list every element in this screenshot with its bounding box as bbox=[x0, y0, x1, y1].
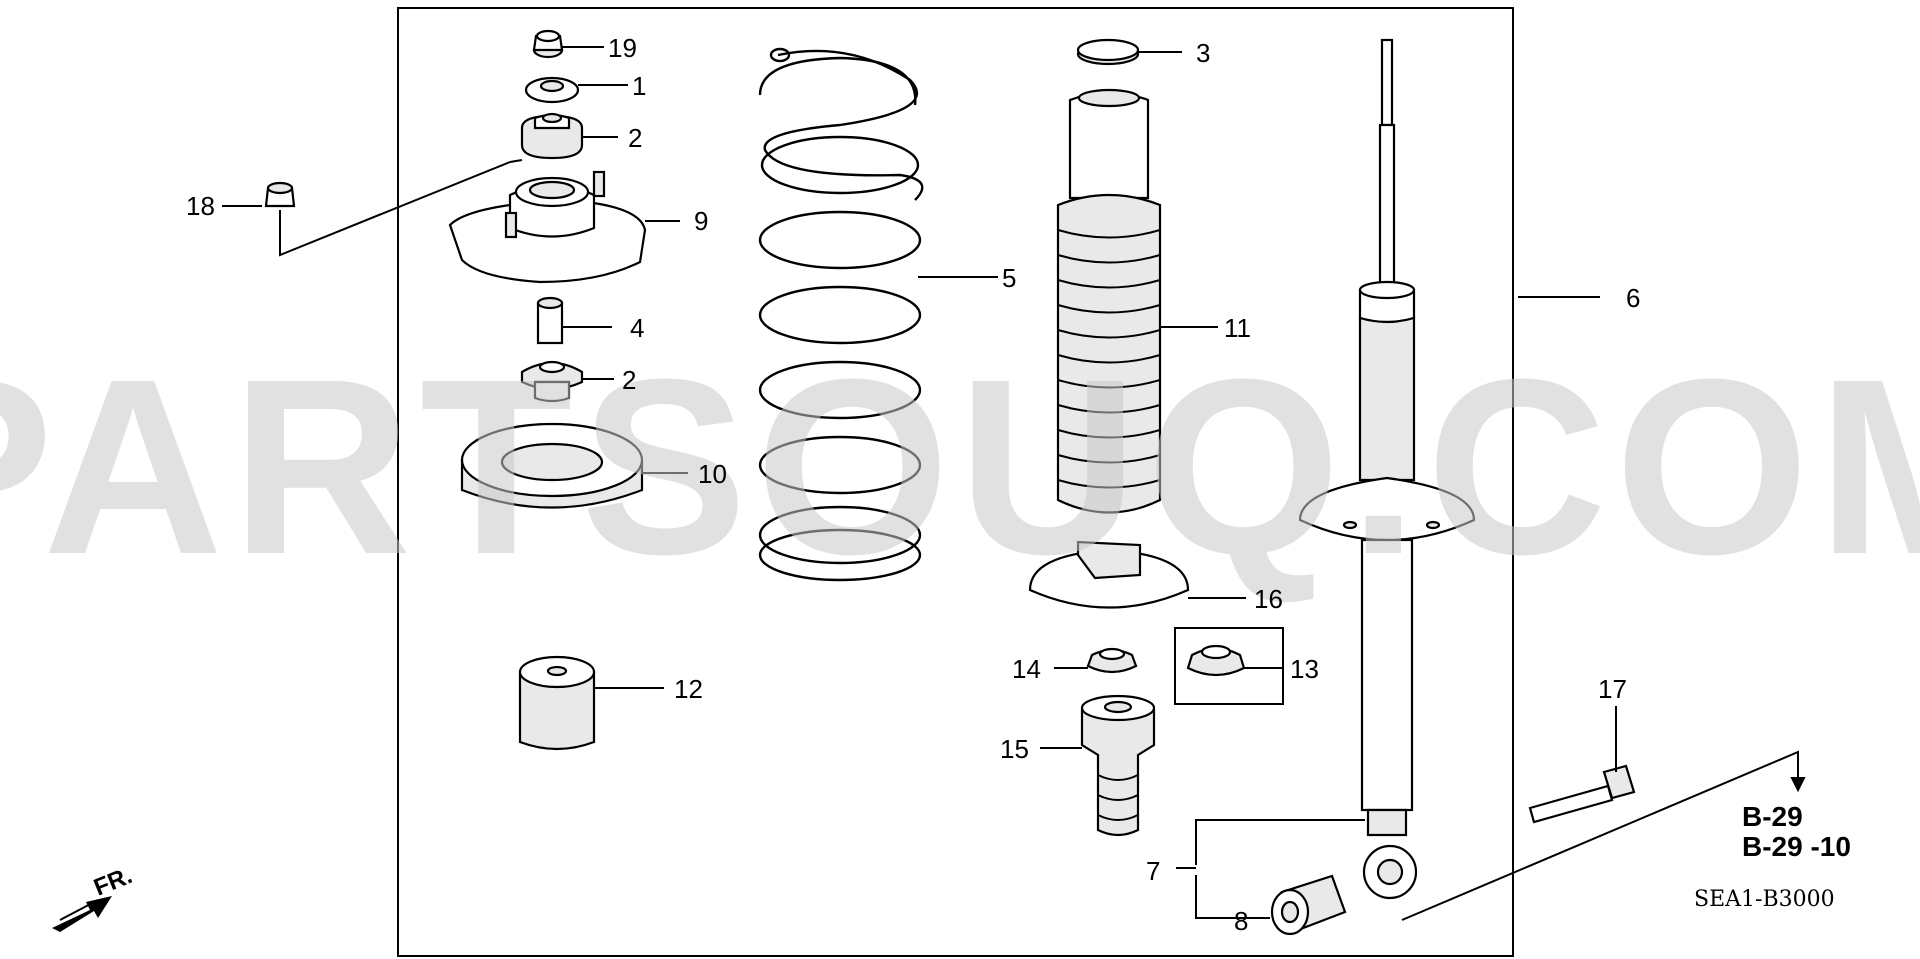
part-14-stopper[interactable] bbox=[1086, 647, 1138, 674]
part-12-bump-stop[interactable] bbox=[518, 655, 596, 751]
part-19-nut[interactable] bbox=[532, 29, 564, 59]
callout-15[interactable]: 15 bbox=[1000, 734, 1029, 764]
part-2-upper-bushing[interactable] bbox=[520, 112, 584, 160]
callout-18[interactable]: 18 bbox=[186, 191, 215, 221]
part-10-spring-seat[interactable] bbox=[460, 422, 644, 509]
callout-10[interactable]: 10 bbox=[698, 459, 727, 489]
direction-label: FR. bbox=[90, 862, 136, 902]
part-6-shock-absorber[interactable] bbox=[1298, 38, 1476, 900]
reference-b29-10[interactable]: B-29 -10 bbox=[1742, 831, 1851, 862]
callout-3[interactable]: 3 bbox=[1196, 38, 1210, 68]
part-8-bushing[interactable] bbox=[1270, 874, 1347, 936]
part-4-collar[interactable] bbox=[536, 296, 564, 345]
diagram-code: SEA1-B3000 bbox=[1694, 887, 1835, 912]
leader-lines bbox=[279, 46, 1806, 921]
part-15-bump-rubber[interactable] bbox=[1080, 694, 1156, 837]
part-13-stopper[interactable] bbox=[1186, 644, 1246, 677]
part-16-lower-seat[interactable] bbox=[1028, 540, 1190, 609]
callout-11[interactable]: 11 bbox=[1224, 313, 1251, 343]
diagram-frame bbox=[397, 7, 1514, 957]
part-17-bolt[interactable] bbox=[1528, 764, 1636, 824]
callout-16[interactable]: 16 bbox=[1254, 584, 1283, 614]
callout-7[interactable]: 7 bbox=[1146, 856, 1160, 886]
part-9-mount-base[interactable] bbox=[448, 170, 647, 284]
callout-5[interactable]: 5 bbox=[1002, 263, 1016, 293]
part-11-dust-boot[interactable] bbox=[1056, 88, 1162, 514]
callout-6[interactable]: 6 bbox=[1626, 283, 1640, 313]
callout-17[interactable]: 17 bbox=[1598, 674, 1627, 704]
callout-14[interactable]: 14 bbox=[1012, 654, 1041, 684]
part-2-lower-bushing[interactable] bbox=[520, 360, 584, 403]
watermark-text: PARTSOUQ.COM bbox=[0, 327, 1920, 606]
part-1-washer[interactable] bbox=[524, 76, 580, 104]
callout-2-upper[interactable]: 2 bbox=[628, 123, 642, 153]
reference-b29[interactable]: B-29 bbox=[1742, 801, 1803, 832]
callout-19[interactable]: 19 bbox=[608, 33, 637, 63]
callout-labels: 19 1 2 18 9 4 2 10 12 5 3 11 16 14 13 15… bbox=[186, 33, 1640, 936]
part-5-coil-spring[interactable] bbox=[758, 47, 924, 582]
callout-4[interactable]: 4 bbox=[630, 313, 644, 343]
front-arrow-icon bbox=[52, 896, 112, 932]
callout-1[interactable]: 1 bbox=[632, 71, 646, 101]
part-18-nut[interactable] bbox=[264, 181, 296, 208]
callout-9[interactable]: 9 bbox=[694, 206, 708, 236]
inset-frame-13 bbox=[1174, 627, 1284, 705]
callout-12[interactable]: 12 bbox=[674, 674, 703, 704]
callout-13[interactable]: 13 bbox=[1290, 654, 1319, 684]
callout-8[interactable]: 8 bbox=[1234, 906, 1248, 936]
callout-2-lower[interactable]: 2 bbox=[622, 365, 636, 395]
part-3-cap[interactable] bbox=[1076, 38, 1140, 66]
